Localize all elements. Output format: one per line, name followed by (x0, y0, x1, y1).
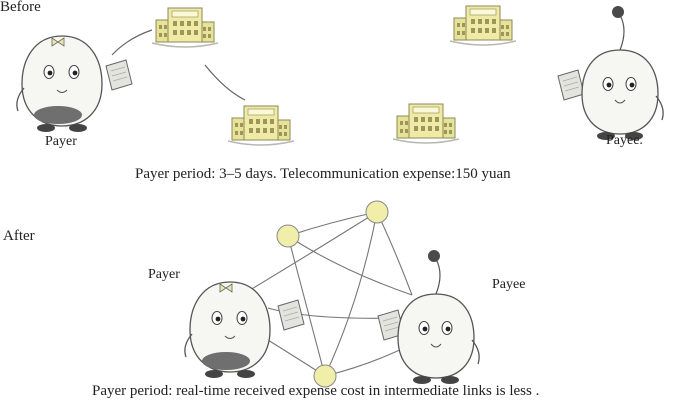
network-links (249, 211, 413, 377)
after-payer-label: Payer (148, 267, 180, 282)
document-icon (105, 59, 133, 91)
network-node-icon (313, 364, 337, 388)
after-section-label: After (3, 228, 35, 244)
document-icon (277, 299, 305, 331)
before-caption: Payer period: 3–5 days. Telecommunicatio… (135, 166, 511, 182)
payer-character-icon (16, 35, 103, 133)
before-payee-label: Payee. (606, 133, 643, 148)
swift-building-icon (392, 103, 460, 144)
network-node-icon (276, 224, 300, 248)
after-caption: Payer period: real-time received expense… (92, 383, 540, 399)
after-payee-label: Payee (492, 277, 526, 292)
swift-building-icon (227, 105, 295, 146)
network-nodes (276, 200, 389, 388)
swift-building-icon (151, 7, 219, 48)
payer-character-icon (184, 281, 271, 379)
arc-bank-to-bank (204, 64, 246, 101)
network-node-icon (365, 200, 389, 224)
swift-building-icon (449, 5, 517, 46)
document-icon (557, 69, 585, 101)
before-relay-arcs (111, 29, 246, 101)
before-section-label: Before (0, 0, 41, 15)
before-payer-label: Payer (45, 134, 77, 149)
payee-character-icon (397, 249, 480, 385)
arc-payer-to-bank (111, 29, 153, 56)
payee-character-icon (581, 5, 664, 141)
